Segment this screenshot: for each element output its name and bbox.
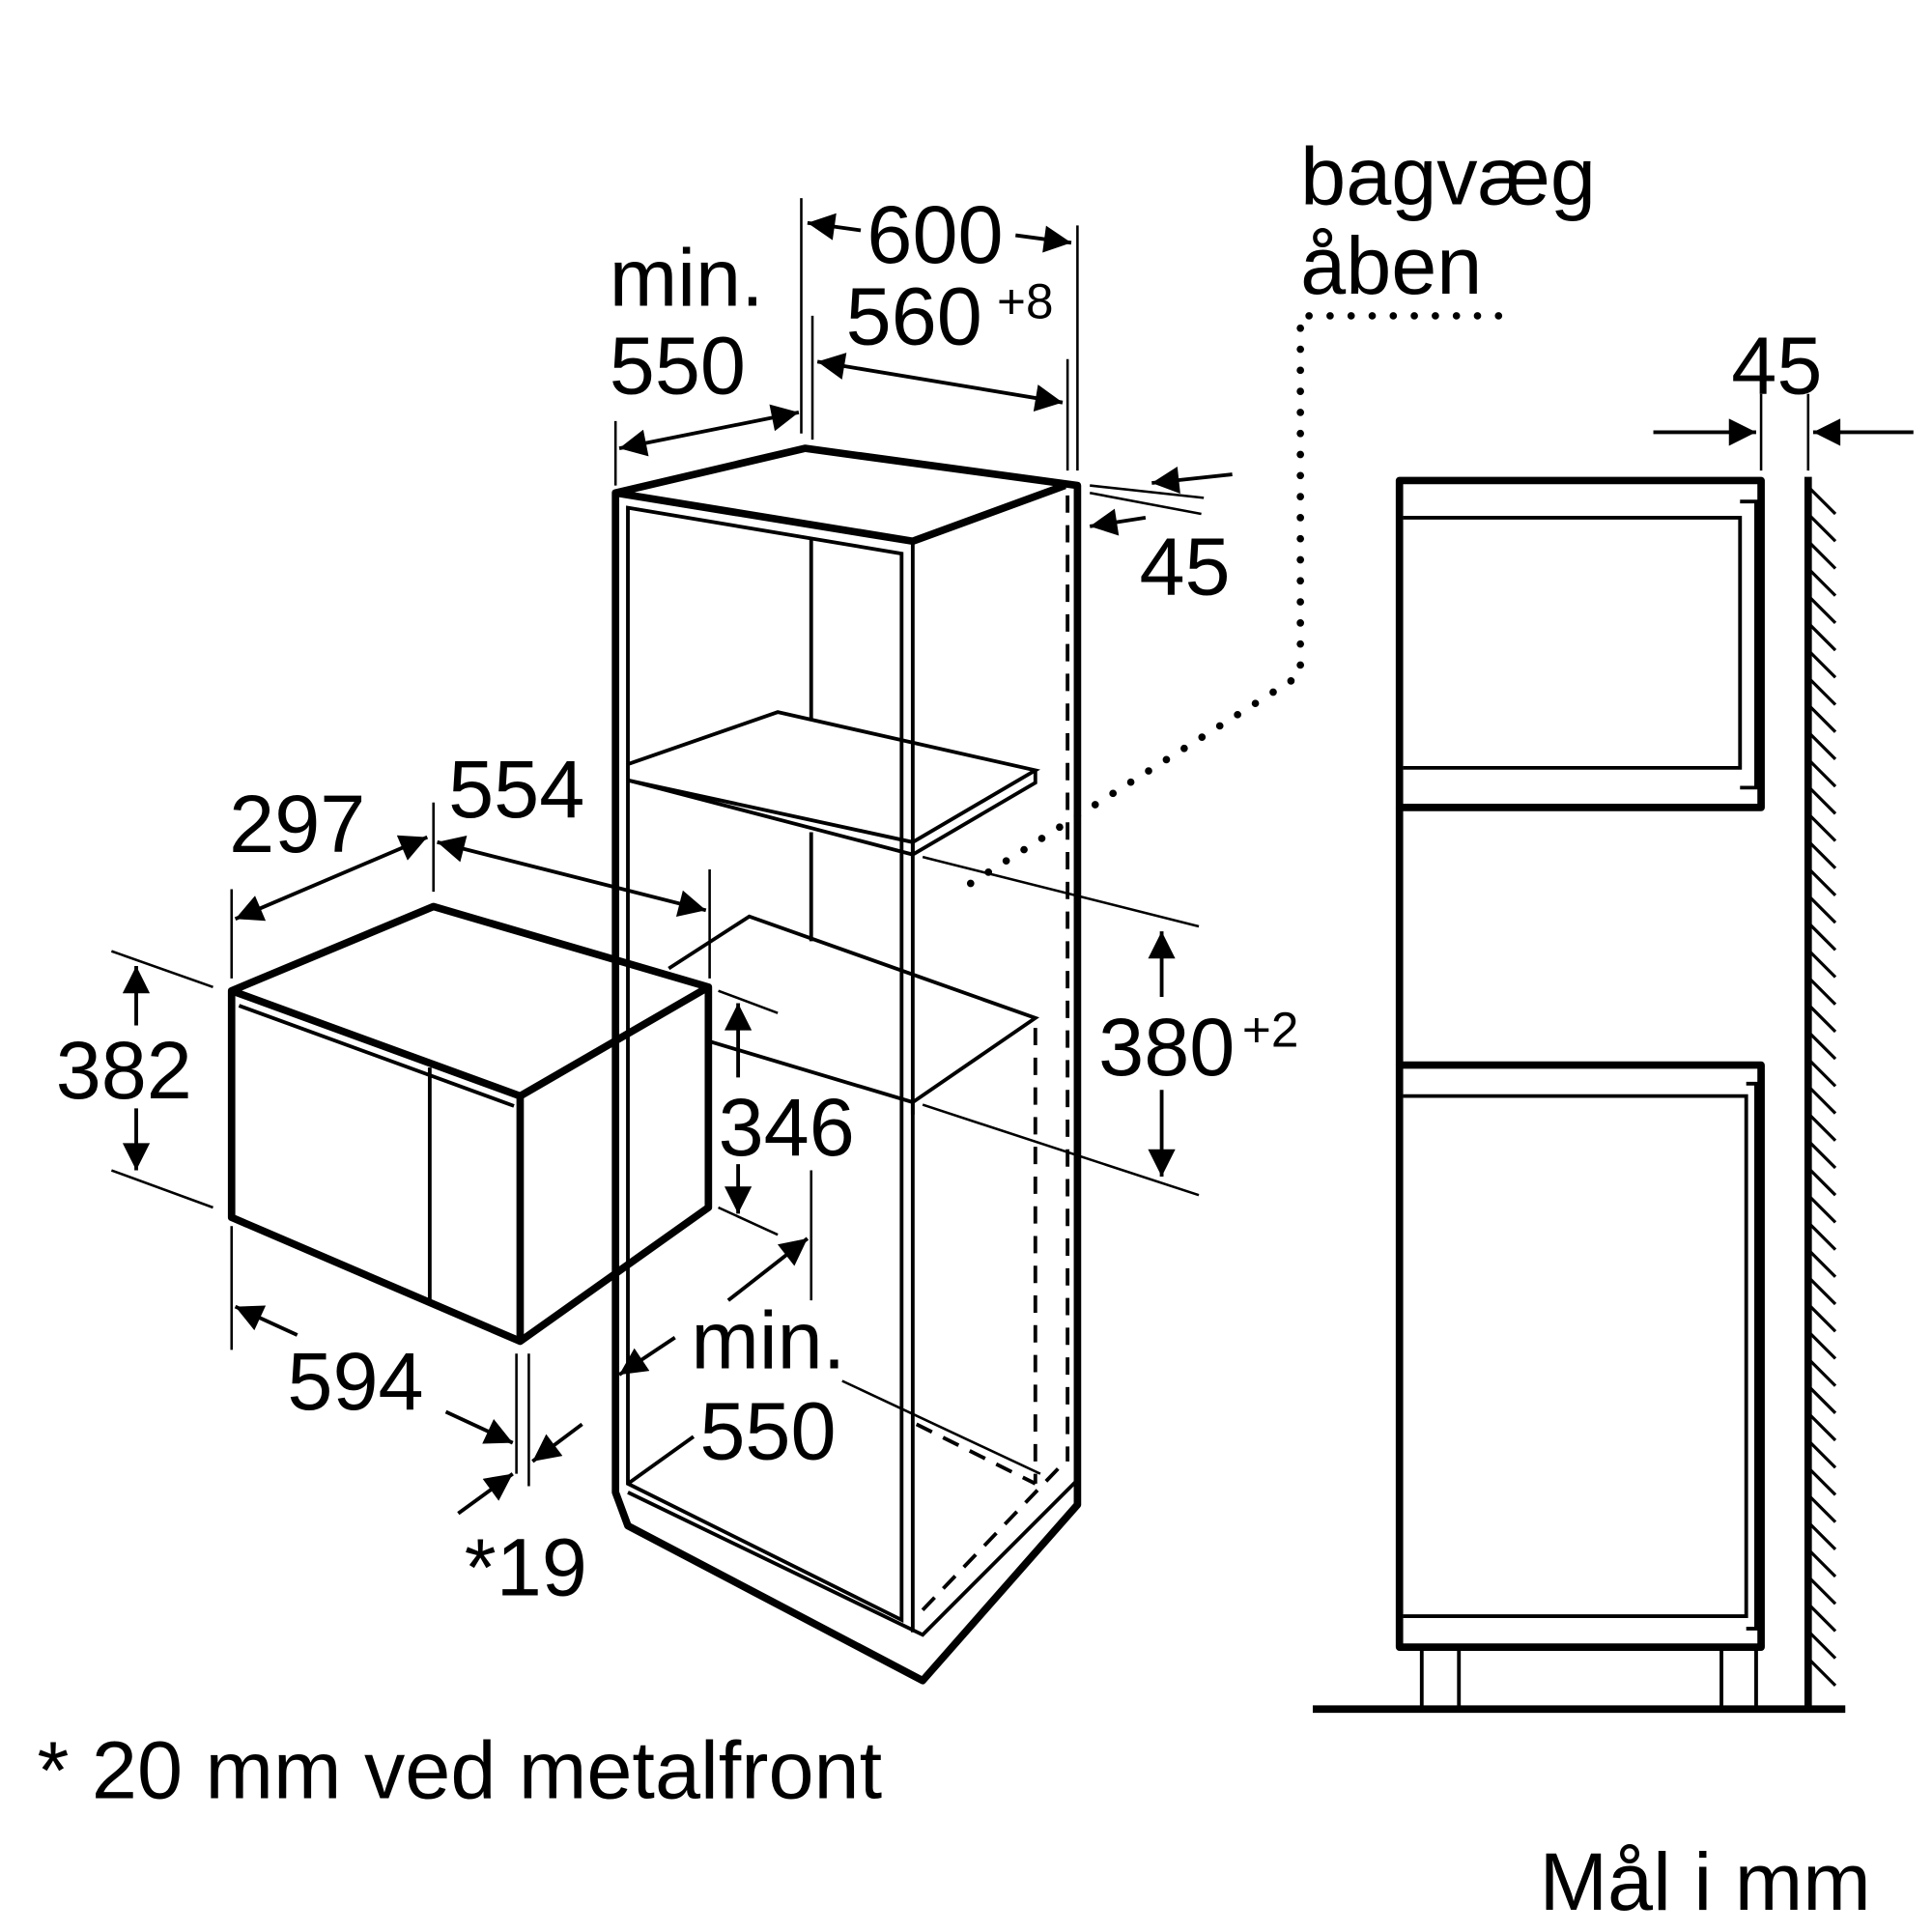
wall-hatch-mark xyxy=(1809,1006,1837,1034)
appliance-width-value: 594 xyxy=(287,1335,423,1427)
rear-wall-label-line2: åben xyxy=(1300,219,1482,311)
wall-hatch-mark xyxy=(1809,1087,1837,1115)
appliance-height-value: 382 xyxy=(56,1024,192,1116)
wall-hatch-mark xyxy=(1809,597,1837,625)
front-offset-value: *19 xyxy=(465,1520,587,1612)
appliance-inner-depth-value: 554 xyxy=(448,743,584,835)
units-label: Mål i mm xyxy=(1540,1835,1871,1927)
wall-hatch-mark xyxy=(1809,705,1837,733)
appliance-depth-value: 297 xyxy=(229,778,365,869)
wall-hatch-mark xyxy=(1809,542,1837,570)
wall-hatch-mark xyxy=(1809,1523,1837,1550)
wall-hatch-mark xyxy=(1809,1387,1837,1414)
wall-hatch-mark xyxy=(1809,1251,1837,1278)
footnote-text: * 20 mm ved metalfront xyxy=(37,1724,882,1816)
cabinet-depth-value: 550 xyxy=(610,320,746,412)
appliance-inner-height-value: 346 xyxy=(719,1081,855,1173)
wall-hatch-mark xyxy=(1809,1577,1837,1605)
wall-hatch-mark xyxy=(1809,515,1837,543)
wall-hatch-mark xyxy=(1809,896,1837,924)
wall-hatch-mark xyxy=(1809,814,1837,842)
wall-hatch-mark xyxy=(1809,678,1837,706)
niche-height-value: 380 xyxy=(1098,1001,1235,1093)
niche-width-tolerance: +8 xyxy=(997,273,1053,328)
wall-hatch-mark xyxy=(1809,760,1837,788)
wall-hatch-mark xyxy=(1809,733,1837,761)
wall-hatch-mark xyxy=(1809,1414,1837,1442)
rear-gap-top-value: 45 xyxy=(1731,320,1822,412)
tall-cabinet xyxy=(611,444,1082,1685)
rear-wall-dotted-line xyxy=(950,312,1503,898)
wall-hatch-mark xyxy=(1809,1142,1837,1170)
wall-hatch-mark xyxy=(1809,1305,1837,1333)
wall-hatch-mark xyxy=(1809,1632,1837,1660)
wall-hatch-mark xyxy=(1809,651,1837,679)
dimension-lines xyxy=(110,198,1914,1516)
wall-hatching xyxy=(1809,488,1837,1688)
microwave-appliance xyxy=(227,902,713,1346)
wall-hatch-mark xyxy=(1809,1605,1837,1633)
wall-hatch-mark xyxy=(1809,1278,1837,1306)
wall-hatch-mark xyxy=(1809,1223,1837,1251)
rear-gap-side-value: 45 xyxy=(1139,520,1230,611)
wall-hatch-mark xyxy=(1809,869,1837,897)
wall-hatch-mark xyxy=(1809,978,1837,1006)
wall-hatch-mark xyxy=(1809,1468,1837,1496)
wall-hatch-mark xyxy=(1809,624,1837,652)
wall-hatch-mark xyxy=(1809,923,1837,952)
labels: min. 550 600 560 +8 bagvæg åben 45 45 29… xyxy=(37,130,1870,1927)
wall-hatch-mark xyxy=(1809,951,1837,979)
wall-hatch-mark xyxy=(1809,569,1837,597)
side-view xyxy=(1312,476,1846,1714)
wall-hatch-mark xyxy=(1809,1359,1837,1387)
wall-hatch-mark xyxy=(1809,1060,1837,1088)
wall-hatch-mark xyxy=(1809,1495,1837,1523)
rear-wall-label-line1: bagvæg xyxy=(1300,130,1596,222)
wall-hatch-mark xyxy=(1809,1196,1837,1224)
wall-hatch-mark xyxy=(1809,1332,1837,1360)
niche-depth-min-label: min. xyxy=(691,1294,845,1386)
niche-width-value: 560 xyxy=(846,270,982,361)
wall-hatch-mark xyxy=(1809,787,1837,815)
wall-hatch-mark xyxy=(1809,488,1837,516)
niche-depth-value: 550 xyxy=(699,1384,836,1476)
wall-hatch-mark xyxy=(1809,1441,1837,1469)
wall-hatch-mark xyxy=(1809,1660,1837,1688)
wall-hatch-mark xyxy=(1809,1033,1837,1061)
niche-height-tolerance: +2 xyxy=(1242,1002,1298,1057)
wall-hatch-mark xyxy=(1809,1114,1837,1142)
cabinet-depth-min-label: min. xyxy=(610,232,764,324)
wall-hatch-mark xyxy=(1809,1169,1837,1197)
cabinet-width-value: 600 xyxy=(867,188,1003,280)
wall-hatch-mark xyxy=(1809,1550,1837,1578)
wall-hatch-mark xyxy=(1809,841,1837,869)
